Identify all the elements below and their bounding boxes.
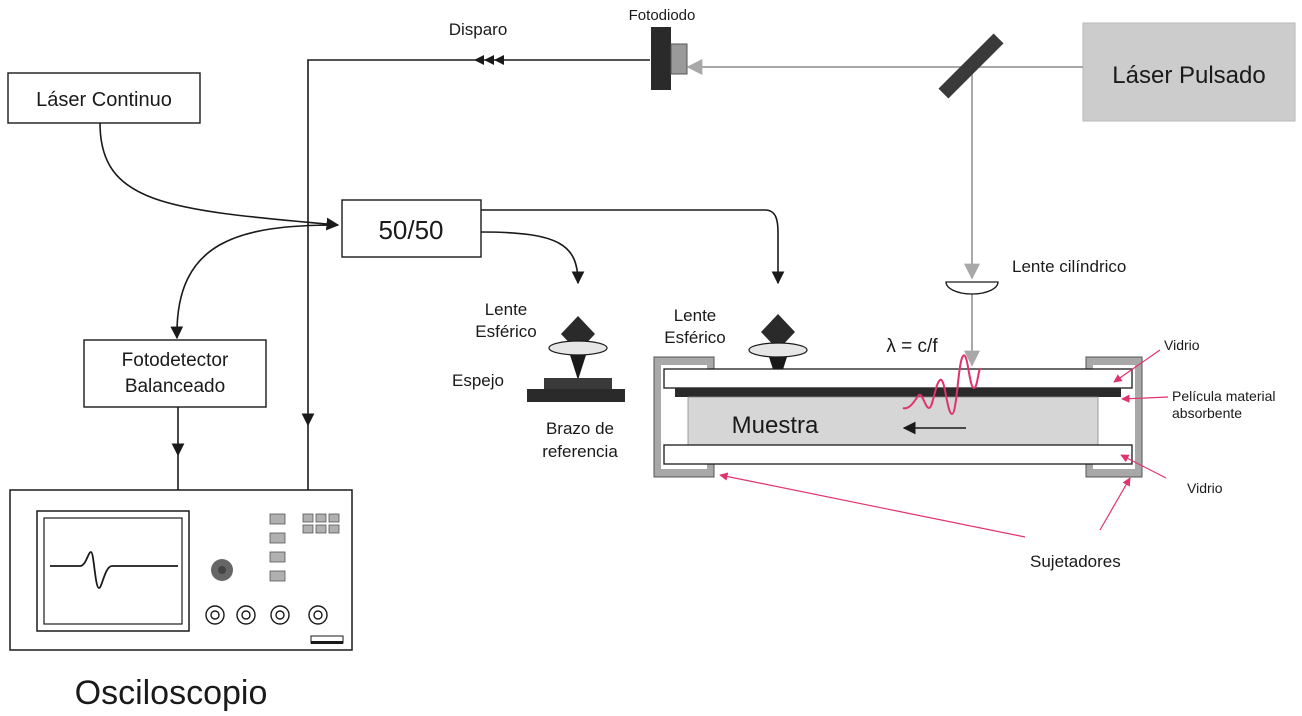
- lente-esferico-ref-icon: [548, 316, 608, 380]
- vidrio-bottom-label: Vidrio: [1187, 480, 1223, 496]
- lente-esferico-ref-label-1: Lente: [485, 300, 528, 319]
- vidrio-top-plate: [663, 368, 1133, 389]
- scope-waveform: [50, 551, 178, 589]
- lente-esferico-ref-label-2: Esférico: [475, 322, 536, 341]
- brazo-label-1: Brazo de: [546, 419, 614, 438]
- arrow-vidrio-top: [1113, 349, 1161, 383]
- coupler-50-50-box: 50/50: [341, 199, 482, 258]
- beam-splitter-mirror: [938, 33, 1004, 99]
- pelicula-absorbente: [675, 388, 1121, 397]
- brazo-label-2: referencia: [542, 442, 618, 461]
- vidrio-bottom-plate: [663, 444, 1133, 465]
- espejo-label: Espejo: [452, 371, 504, 390]
- fiber-coupler-to-sample-arm: [481, 209, 785, 285]
- scope-button-grid: [302, 513, 340, 534]
- lambda-formula: λ = c/f: [886, 336, 938, 357]
- fotodetector-label-2: Balanceado: [125, 376, 225, 397]
- lente-cilindrico-label: Lente cilíndrico: [1012, 257, 1126, 276]
- laser-continuo-box: Láser Continuo: [7, 72, 201, 124]
- arrow-vidrio-bottom: [1120, 454, 1167, 479]
- pelicula-label-2: absorbente: [1172, 405, 1242, 421]
- disparo-label: Disparo: [449, 20, 508, 39]
- muestra-region: [687, 396, 1099, 446]
- laser-continuo-label: Láser Continuo: [36, 89, 172, 111]
- sujetadores-label: Sujetadores: [1030, 552, 1121, 571]
- arrow-sujetador-left: [719, 472, 1026, 538]
- scope-knob-icon: [211, 559, 233, 581]
- osciloscopio-body: [9, 489, 353, 651]
- fiber-coupler-to-reference-arm: [480, 231, 585, 285]
- laser-pulsado-label: Láser Pulsado: [1112, 62, 1265, 89]
- disparo-trigger-line: [301, 59, 650, 427]
- fiber-coupler-to-fotodetector: [170, 224, 339, 340]
- scope-screen: [43, 517, 183, 625]
- fotodiodo-icon: [651, 27, 688, 90]
- coupler-label: 50/50: [378, 215, 443, 245]
- muestra-label: Muestra: [732, 412, 819, 439]
- osciloscopio-label: Osciloscopio: [75, 674, 268, 711]
- disparo-arrowheads: [474, 55, 504, 65]
- fotodetector-box: Fotodetector Balanceado: [83, 339, 267, 408]
- lente-cilindrico-icon: [945, 281, 999, 295]
- acoustic-wave-icon: [902, 354, 981, 416]
- lente-esferico-muestra-icon: [748, 314, 808, 385]
- fiber-laser-to-coupler: [99, 122, 340, 231]
- scope-connectors: [205, 605, 328, 625]
- vidrio-top-label: Vidrio: [1164, 337, 1200, 353]
- fotodetector-label-1: Fotodetector: [122, 350, 229, 371]
- fotodiodo-label: Fotodiodo: [629, 7, 696, 24]
- arrow-sujetador-right: [1099, 477, 1131, 531]
- pelicula-label-1: Película material: [1172, 388, 1276, 404]
- arrow-pelicula: [1121, 394, 1169, 403]
- lente-esferico-muestra-label-2: Esférico: [664, 328, 725, 347]
- laser-pulsado-box: Láser Pulsado: [1082, 22, 1296, 122]
- scope-display-strip: [310, 635, 344, 644]
- espejo-icon: [527, 378, 625, 402]
- lente-esferico-muestra-label-1: Lente: [674, 306, 717, 325]
- scope-button-column: [269, 513, 286, 582]
- sample-holder: [653, 356, 1143, 478]
